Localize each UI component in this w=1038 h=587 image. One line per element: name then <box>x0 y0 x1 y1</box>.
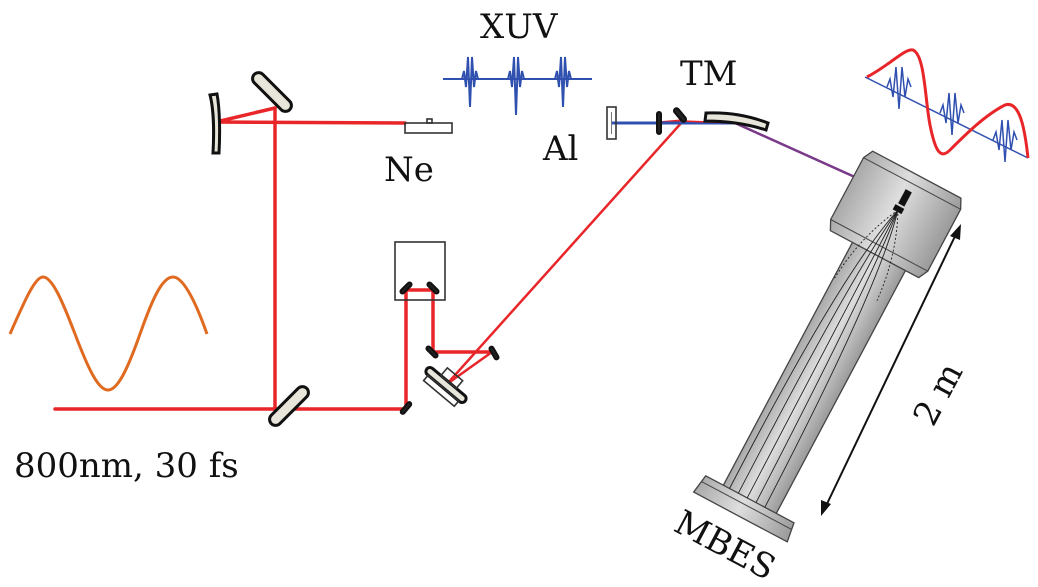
delay-stage-box <box>394 241 446 301</box>
piezo-mirror-mount <box>422 366 468 408</box>
mbes-spectrometer <box>692 150 962 543</box>
xuv-label: XUV <box>480 7 559 47</box>
top-turning-mirror <box>251 71 293 113</box>
curved-focusing-mirror <box>208 92 222 155</box>
length-label: 2 m <box>906 356 972 432</box>
beam-splitter-mirror <box>268 385 310 427</box>
al-filter <box>606 106 617 140</box>
recombination-mirror <box>672 107 688 123</box>
ne-label: Ne <box>384 150 434 190</box>
holey-mirror-post <box>656 111 662 135</box>
tm-label: TM <box>680 54 738 94</box>
length-arrow <box>821 224 961 516</box>
ir-beam-paths <box>53 106 685 411</box>
xuv-pulse-train-icon <box>443 56 592 116</box>
al-label: Al <box>542 129 578 169</box>
laser-label: 800nm, 30 fs <box>14 446 239 486</box>
pump-probe-wave-icon <box>864 48 1030 163</box>
toroidal-mirror <box>703 111 770 132</box>
ir-wave-icon <box>8 275 209 392</box>
